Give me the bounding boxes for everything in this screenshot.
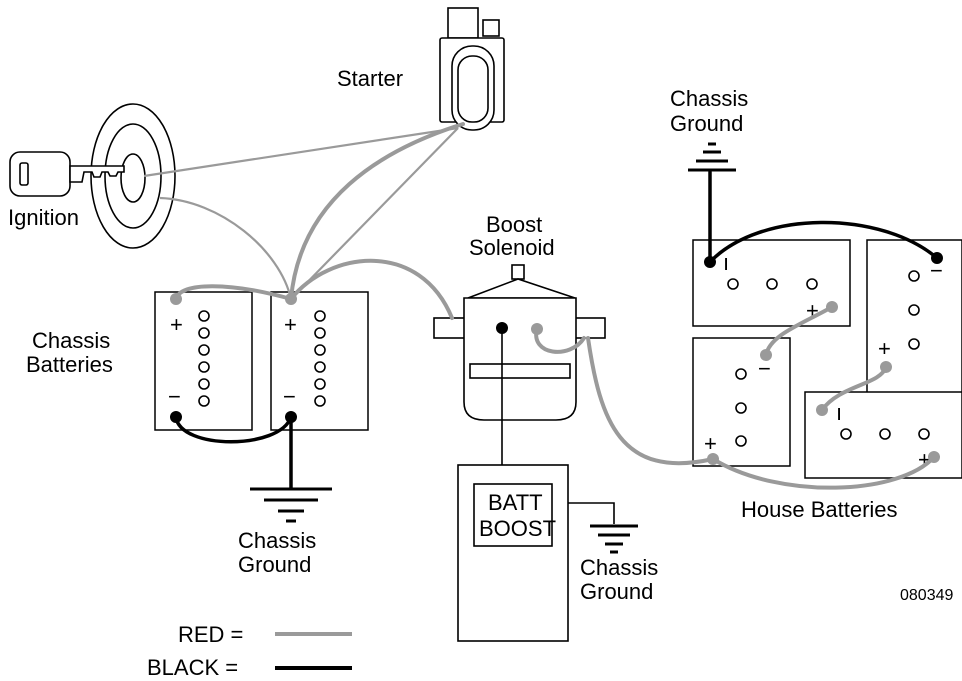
chassis-ground-middle-label-1: Chassis: [580, 555, 658, 580]
batt-boost-label-2: BOOST: [479, 516, 556, 541]
chassis-right-plus: +: [284, 312, 297, 337]
batt-boost-label-1: BATT: [488, 490, 543, 515]
figure-number: 080349: [900, 587, 953, 604]
wire-legend: RED = BLACK =: [147, 622, 352, 680]
chassis-ground-middle-label-2: Ground: [580, 579, 653, 604]
chassis-ground-top-label-1: Chassis: [670, 86, 748, 111]
ground-icon: [688, 142, 736, 172]
ground-icon: [250, 487, 332, 523]
chassis-batteries-label-1: Chassis: [32, 328, 110, 353]
chassis-ground-middle: Chassis Ground: [580, 524, 658, 604]
chassis-ground-top-label-2: Ground: [670, 111, 743, 136]
house-right-minus: −: [930, 258, 943, 283]
black-terminals: [170, 252, 943, 423]
red-terminals: [170, 293, 940, 465]
chassis-left-minus: −: [168, 384, 181, 409]
house-batteries-label: House Batteries: [741, 497, 898, 522]
black-wires: [174, 170, 939, 524]
chassis-ground-left: Chassis Ground: [238, 487, 332, 577]
starter-motor: Starter: [337, 7, 505, 131]
chassis-ground-left-label-2: Ground: [238, 552, 311, 577]
starter-label: Starter: [337, 66, 403, 91]
house-left-plus: +: [704, 431, 717, 456]
house-top-neg-mark: ı: [723, 250, 729, 275]
batt-boost-switch: BATT BOOST: [457, 464, 569, 642]
legend-black-label: BLACK =: [147, 655, 238, 680]
house-right-plus: +: [878, 336, 891, 361]
key-icon: [9, 151, 125, 197]
cell-holes-left: [198, 310, 210, 407]
chassis-batteries: + + − − Chassis Batteries: [26, 291, 369, 431]
ignition-label: Ignition: [8, 205, 79, 230]
chassis-batteries-label-2: Batteries: [26, 352, 113, 377]
legend-red-label: RED =: [178, 622, 243, 647]
ground-icon: [590, 524, 638, 554]
boost-solenoid: Boost Solenoid: [433, 212, 606, 421]
house-left-minus: −: [758, 356, 771, 381]
cell-holes-right: [314, 310, 326, 407]
chassis-right-minus: −: [283, 384, 296, 409]
house-batteries: ı + − + − + ı + House Batteries: [692, 239, 962, 522]
house-bottom-neg-mark: ı: [836, 400, 842, 425]
chassis-ground-top: Chassis Ground: [670, 86, 748, 172]
boost-solenoid-label-2: Solenoid: [469, 235, 555, 260]
boost-solenoid-label-1: Boost: [486, 212, 542, 237]
ignition-switch: Ignition: [8, 103, 176, 249]
chassis-left-plus: +: [170, 312, 183, 337]
chassis-ground-left-label-1: Chassis: [238, 528, 316, 553]
